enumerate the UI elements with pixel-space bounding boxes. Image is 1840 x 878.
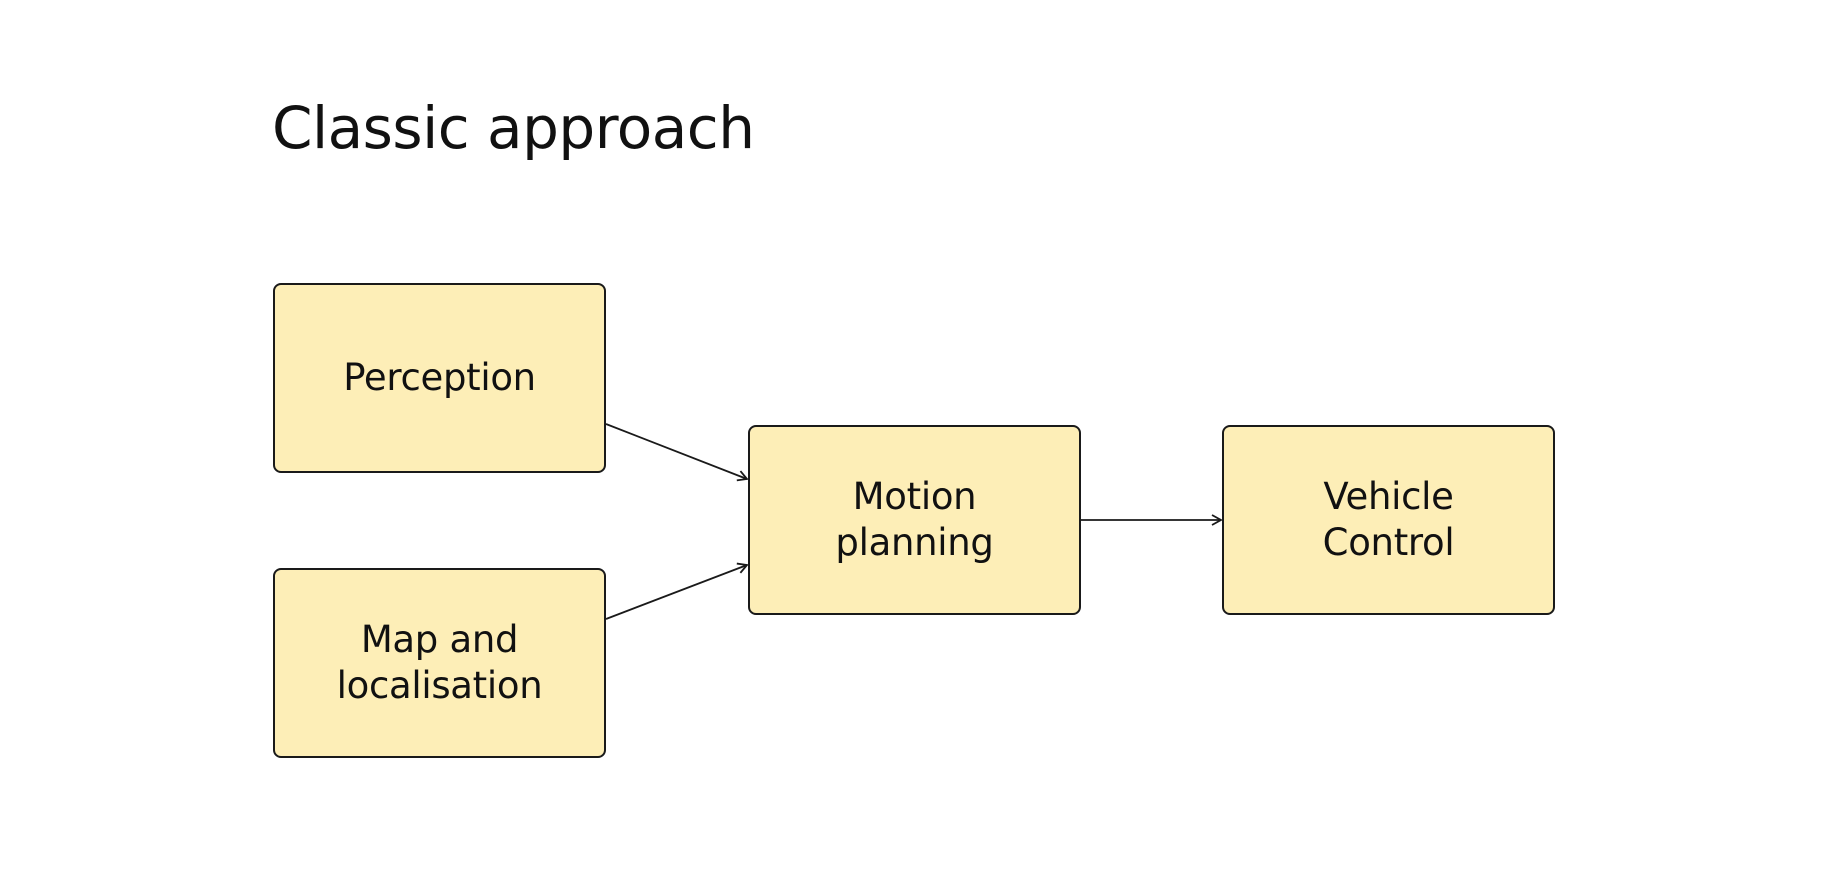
motion-planning-box: Motion planning [748, 425, 1081, 615]
vehicle-control-label: Vehicle Control [1322, 475, 1455, 564]
perception-label: Perception [343, 356, 536, 399]
motion-planning-label: Motion planning [835, 475, 994, 564]
arrow-perception-to-motion [605, 423, 749, 482]
arrow-map-to-motion [605, 562, 749, 620]
perception-box: Perception [273, 283, 606, 473]
map-localisation-box: Map and localisation [273, 568, 606, 758]
map-localisation-label: Map and localisation [336, 618, 543, 707]
slide-title: Classic approach [272, 94, 755, 162]
vehicle-control-box: Vehicle Control [1222, 425, 1555, 615]
